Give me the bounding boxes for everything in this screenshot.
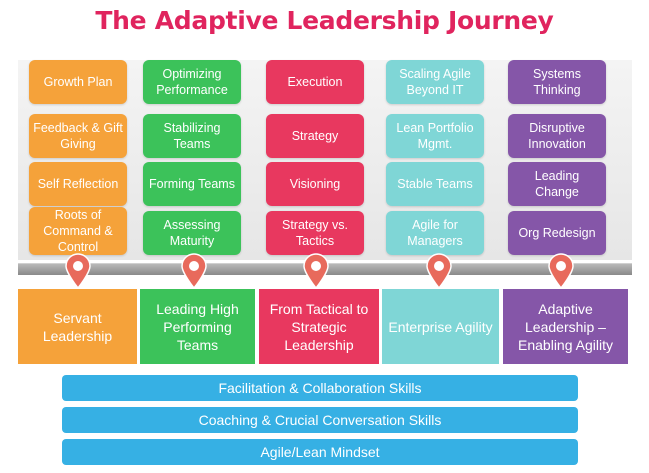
foundation-facilitation-collaboration: Facilitation & Collaboration Skills [62, 375, 578, 401]
card-scaling-agile: Scaling Agile Beyond IT [386, 60, 484, 104]
map-pin-icon [181, 253, 207, 289]
card-stabilizing-teams: Stabilizing Teams [143, 114, 241, 158]
card-growth-plan: Growth Plan [29, 60, 127, 104]
card-roots-of-command: Roots of Command & Control [29, 207, 127, 255]
card-leading-change: Leading Change [508, 162, 606, 206]
card-self-reflection: Self Reflection [29, 162, 127, 206]
stage-adaptive-leadership: Adaptive Leadership – Enabling Agility [503, 289, 628, 364]
card-visioning: Visioning [266, 162, 364, 206]
card-lean-portfolio: Lean Portfolio Mgmt. [386, 114, 484, 158]
stage-enterprise-agility: Enterprise Agility [382, 289, 499, 364]
card-forming-teams: Forming Teams [143, 162, 241, 206]
card-org-redesign: Org Redesign [508, 211, 606, 255]
card-execution: Execution [266, 60, 364, 104]
card-stable-teams: Stable Teams [386, 162, 484, 206]
card-optimizing-performance: Optimizing Performance [143, 60, 241, 104]
stage-servant-leadership: Servant Leadership [18, 289, 137, 364]
map-pin-icon [426, 253, 452, 289]
card-assessing-maturity: Assessing Maturity [143, 211, 241, 255]
card-strategy-vs-tactics: Strategy vs. Tactics [266, 211, 364, 255]
foundation-agile-lean-mindset: Agile/Lean Mindset [62, 439, 578, 465]
card-systems-thinking: Systems Thinking [508, 60, 606, 104]
map-pin-icon [65, 253, 91, 289]
card-feedback-gift-giving: Feedback & Gift Giving [29, 114, 127, 158]
stage-tactical-to-strategic: From Tactical to Strategic Leadership [259, 289, 379, 364]
card-strategy: Strategy [266, 114, 364, 158]
foundation-coaching-conversation: Coaching & Crucial Conversation Skills [62, 407, 578, 433]
card-disruptive-innovation: Disruptive Innovation [508, 114, 606, 158]
page-title: The Adaptive Leadership Journey [95, 6, 554, 35]
map-pin-icon [303, 253, 329, 289]
card-agile-for-managers: Agile for Managers [386, 211, 484, 255]
map-pin-icon [548, 253, 574, 289]
stage-leading-high-performing-teams: Leading High Performing Teams [140, 289, 255, 364]
